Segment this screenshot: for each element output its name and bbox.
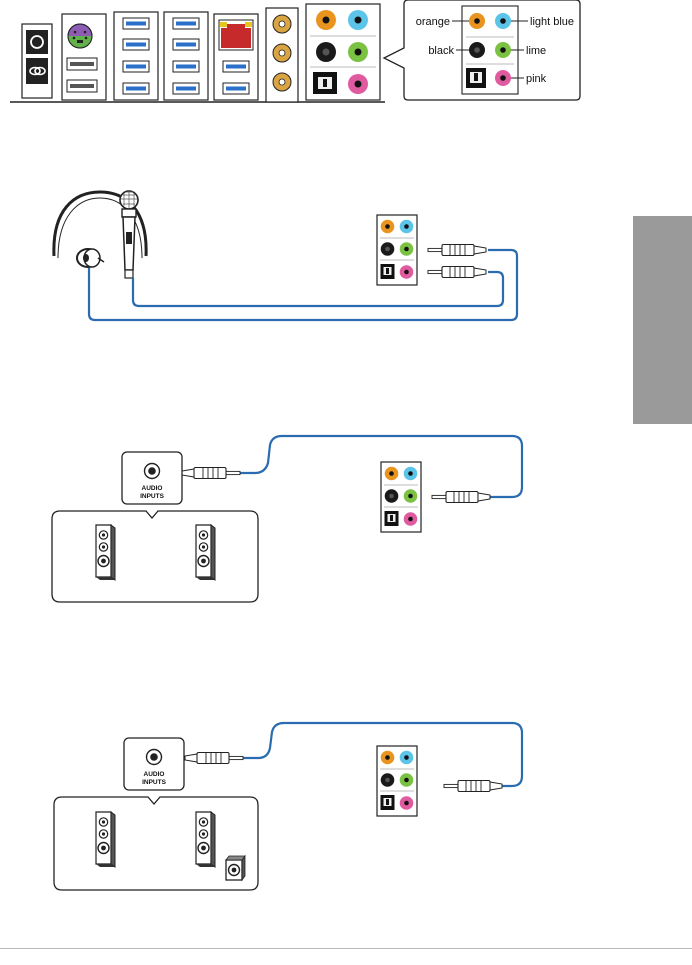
- rear-io-panel: [10, 4, 385, 102]
- audio-inputs-label-line1: AUDIO: [144, 771, 165, 778]
- footer-rule: [0, 948, 692, 949]
- headphone-mic-section: [54, 191, 517, 320]
- audio-inputs-label-line2: INPUTS: [140, 493, 165, 500]
- speaker-right-icon: [196, 812, 215, 867]
- legend-label-orange: orange: [416, 16, 450, 28]
- legend-label-black: black: [428, 45, 454, 57]
- chapter-side-tab: [633, 216, 692, 424]
- speaker-left-icon: [96, 525, 115, 580]
- microphone-icon: [120, 191, 138, 278]
- audio-inputs-label-line1: AUDIO: [142, 485, 163, 492]
- two-channel-speaker-section: AUDIO INPUTS: [52, 436, 522, 602]
- audio-inputs-label-line2: INPUTS: [142, 779, 167, 786]
- bios-flashback-buttons: [22, 24, 52, 98]
- speaker-left-icon: [96, 812, 115, 867]
- rear-audio-jacks: [306, 4, 380, 100]
- usb-stack-1: [114, 12, 158, 100]
- legend-label-light-blue: light blue: [530, 16, 574, 28]
- audio-jack-module: [377, 746, 417, 816]
- legend-label-pink: pink: [526, 73, 547, 85]
- audio-jack-module: [377, 215, 417, 285]
- antenna-connectors: [266, 8, 298, 102]
- speaker-right-icon: [196, 525, 215, 580]
- legend-label-lime: lime: [526, 45, 546, 57]
- audio-jack-module: [381, 462, 421, 532]
- usb-stack-2: [164, 12, 208, 100]
- speaker-subwoofer-section: AUDIO INPUTS: [54, 723, 522, 890]
- subwoofer-icon: [226, 856, 245, 880]
- lan-usb-stack: [214, 14, 258, 100]
- jack-color-legend: orange light blue black lime pink: [384, 0, 580, 100]
- ps2-usb-stack: [62, 14, 106, 100]
